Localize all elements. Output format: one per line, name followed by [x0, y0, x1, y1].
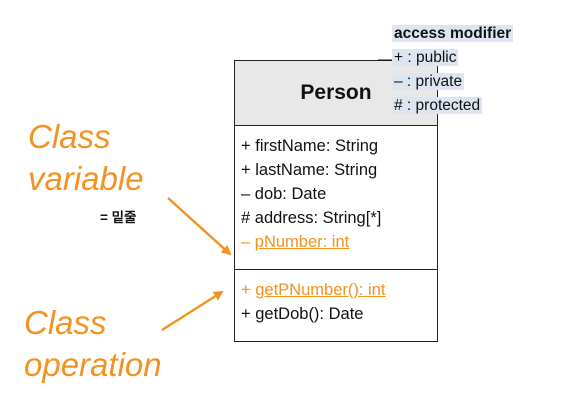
- attributes-compartment: + firstName: String + lastName: String –…: [235, 126, 437, 270]
- visibility-symbol: +: [241, 281, 256, 299]
- visibility-symbol: –: [241, 185, 255, 203]
- attribute-text: firstName: String: [255, 137, 379, 155]
- class-variable-label-line2: variable: [28, 160, 144, 197]
- class-name: Person: [235, 61, 437, 126]
- legend-item-private: – : private: [392, 73, 465, 90]
- operation-row: + getDob(): Date: [241, 302, 437, 326]
- visibility-symbol: +: [241, 305, 256, 323]
- attribute-row: – dob: Date: [241, 182, 437, 206]
- class-operation-label-line2: operation: [24, 346, 162, 383]
- operations-compartment: + getPNumber(): int + getDob(): Date: [235, 270, 437, 326]
- operation-text: getDob(): Date: [255, 305, 364, 323]
- class-variable-label-line1: Class: [28, 118, 111, 155]
- visibility-symbol: #: [241, 209, 255, 227]
- attribute-row: + lastName: String: [241, 158, 437, 182]
- class-operation-label-line1: Class: [24, 304, 107, 341]
- operation-text: getPNumber(): int: [255, 281, 386, 299]
- attribute-text: pNumber: int: [254, 233, 350, 251]
- attribute-row: + firstName: String: [241, 134, 437, 158]
- attribute-text: dob: Date: [254, 185, 327, 203]
- attribute-text: lastName: String: [255, 161, 378, 179]
- access-modifier-legend: access modifier + : public – : private #…: [392, 22, 552, 118]
- visibility-symbol: –: [241, 233, 255, 251]
- class-variable-arrow: [167, 197, 232, 256]
- visibility-symbol: +: [241, 137, 256, 155]
- legend-item-protected: # : protected: [392, 97, 483, 114]
- visibility-symbol: +: [241, 161, 256, 179]
- attribute-row-class-variable: – pNumber: int: [241, 230, 437, 254]
- operation-row-class-operation: + getPNumber(): int: [241, 278, 437, 302]
- class-operation-arrow: [161, 290, 224, 332]
- attribute-row: # address: String[*]: [241, 206, 437, 230]
- legend-item-public: + : public: [392, 49, 459, 66]
- attribute-text: address: String[*]: [254, 209, 382, 227]
- legend-title: access modifier: [392, 25, 514, 42]
- class-variable-note: = 밑줄: [100, 210, 137, 225]
